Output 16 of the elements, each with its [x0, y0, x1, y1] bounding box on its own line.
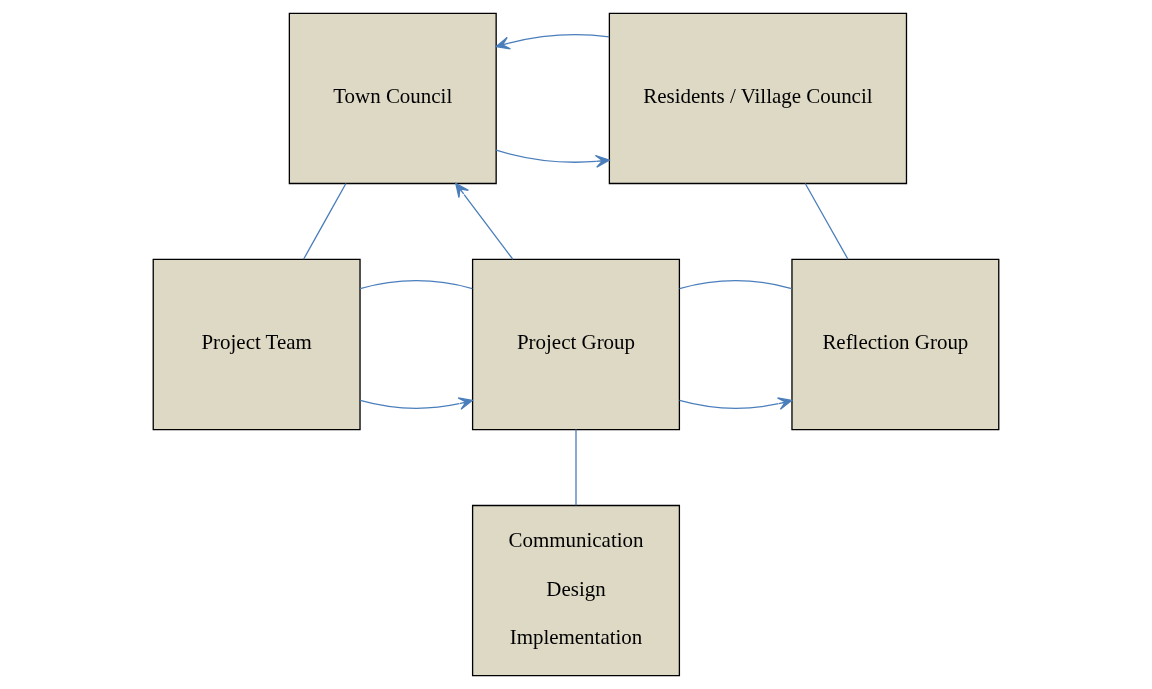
arrow	[495, 149, 610, 168]
arrow	[678, 397, 793, 410]
node-box: Project Group	[471, 258, 681, 431]
node-box: Communication Design Implementation	[471, 504, 681, 677]
connector	[359, 280, 473, 290]
arrow	[455, 182, 514, 260]
node-box: Project Team	[152, 258, 361, 431]
connector	[575, 428, 577, 506]
connector	[804, 182, 849, 260]
arrow	[359, 397, 473, 410]
node-box: Reflection Group	[791, 258, 1000, 431]
arrow	[495, 33, 610, 50]
node-box: Town Council	[288, 12, 497, 185]
connector	[302, 182, 347, 260]
node-box: Residents / Village Council	[608, 12, 908, 185]
connector	[678, 280, 793, 290]
